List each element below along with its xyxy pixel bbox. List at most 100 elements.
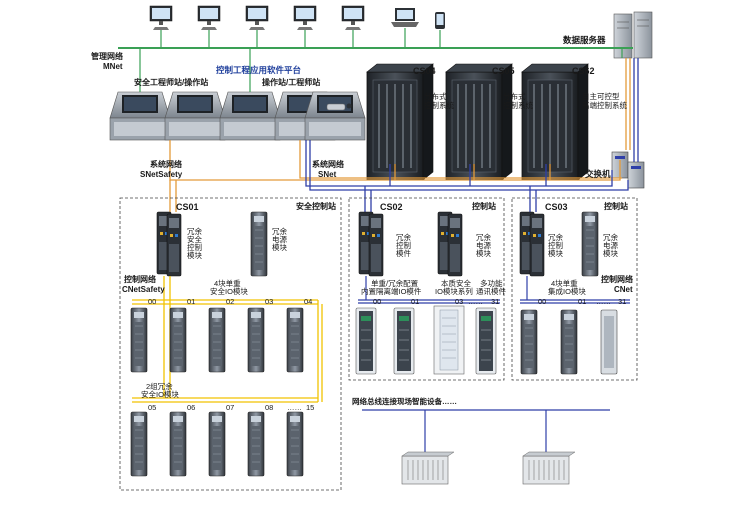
cs01-io-05 bbox=[130, 411, 148, 477]
client-pc-5-icon bbox=[341, 5, 365, 31]
cs02-slot-01: 01 bbox=[411, 297, 420, 306]
cs02-power-b bbox=[447, 213, 463, 277]
cs02-io-01 bbox=[393, 307, 415, 375]
cs02-slot-00: 00 bbox=[373, 297, 382, 306]
cs02-io-00 bbox=[355, 307, 377, 375]
cs03-controller-b bbox=[529, 213, 545, 277]
field-device-rack-2 bbox=[522, 451, 576, 485]
cs01-io-note2-1: 2组冗余 bbox=[146, 382, 173, 391]
cs02-note-b-2: IO模块系列 bbox=[435, 287, 473, 296]
data-server-label: 数据服务器 bbox=[563, 35, 606, 45]
cs02-label: CS02 bbox=[380, 202, 403, 212]
cabinet-cs62 bbox=[521, 63, 589, 181]
cs01-slot-03: 03 bbox=[265, 297, 274, 306]
cs62-label: CS62 bbox=[572, 66, 595, 76]
cs02-io-31 bbox=[475, 307, 497, 375]
cs05-label: CS05 bbox=[492, 66, 515, 76]
cs03-ctrl-text-2: 控制 bbox=[548, 241, 563, 250]
cs02-station-box bbox=[348, 197, 505, 381]
cs02-io-03-intrinsic-safe bbox=[433, 305, 465, 375]
cnet-safety-label: 控制网络 bbox=[124, 275, 156, 284]
blue-network-lines bbox=[305, 58, 639, 212]
snet-safety-label: 系统网络 bbox=[150, 160, 182, 169]
cs02-pwr-text-2: 电源 bbox=[476, 241, 491, 250]
cs02-slot-03: 03 bbox=[455, 297, 464, 306]
cs02-note-a-1: 单重/冗余配置 bbox=[371, 279, 419, 288]
cs01-controller-b bbox=[166, 213, 182, 277]
station-mnet-drops bbox=[139, 48, 251, 92]
cs01-power-module bbox=[250, 211, 268, 277]
cs62-desc-2: 高端控制系统 bbox=[582, 101, 627, 110]
cs03-slot-01: 01 bbox=[578, 297, 587, 306]
fieldbus-lines bbox=[362, 409, 610, 452]
cs01-label: CS01 bbox=[176, 202, 199, 212]
cs03-pwr-text-1: 冗余 bbox=[603, 233, 618, 242]
cs02-io-bus bbox=[358, 276, 500, 304]
cs03-io-00 bbox=[520, 309, 538, 375]
cs03-power-module bbox=[581, 211, 599, 277]
cabinet-cs04 bbox=[366, 63, 434, 181]
client-pc-1-icon bbox=[149, 5, 173, 31]
cs01-slot-05: 05 bbox=[148, 403, 157, 412]
cs01-pwr-text-3: 模块 bbox=[272, 243, 287, 252]
cnet-en-label: CNet bbox=[614, 285, 633, 294]
cs01-slot-01: 01 bbox=[187, 297, 196, 306]
safety-station-desk-1 bbox=[109, 91, 171, 141]
client-pc-3-icon bbox=[245, 5, 269, 31]
cs01-io-02 bbox=[208, 307, 226, 373]
cs02-note-a-2: 内置隔离端IO模件 bbox=[361, 287, 422, 296]
mobile-phone-icon bbox=[435, 12, 445, 29]
cs03-slot-31: 31 bbox=[618, 297, 627, 306]
cs02-note-c-2: 通讯模件 bbox=[476, 287, 506, 296]
cs02-station-type: 控制站 bbox=[472, 202, 496, 211]
cs01-io-note-1: 4块单重 bbox=[214, 279, 241, 288]
cs03-io-note-2: 集成IO模块 bbox=[548, 287, 586, 296]
client-pc-2-icon bbox=[197, 5, 221, 31]
cs03-slot-00: 00 bbox=[538, 297, 547, 306]
field-device-rack-1 bbox=[401, 451, 455, 485]
cs02-controller-b bbox=[368, 213, 384, 277]
cs03-io-bus bbox=[520, 276, 630, 304]
cs02-note-b-1: 本质安全 bbox=[441, 279, 471, 288]
cs03-slot-ellipsis: …… bbox=[596, 297, 611, 306]
cs01-station-type: 安全控制站 bbox=[296, 202, 336, 211]
cs03-label: CS03 bbox=[545, 202, 568, 212]
mnet-label: 管理网络 bbox=[91, 52, 123, 61]
cs01-io-03 bbox=[247, 307, 265, 373]
cs62-desc-1: 自主可控型 bbox=[582, 92, 620, 101]
cs03-io-31 bbox=[600, 309, 618, 375]
cs01-io-15 bbox=[286, 411, 304, 477]
cs04-desc-1: 分布式 bbox=[424, 92, 447, 101]
cs03-ctrl-text-3: 模块 bbox=[548, 249, 563, 258]
cs01-io-04 bbox=[286, 307, 304, 373]
cabinet-cs05 bbox=[445, 63, 513, 181]
cs03-io-01 bbox=[560, 309, 578, 375]
cs04-desc-2: 控制系统 bbox=[424, 101, 454, 110]
switch-label: 交换机 bbox=[585, 169, 611, 179]
cs02-slot-31: 31 bbox=[491, 297, 500, 306]
cs01-slot-08: 08 bbox=[265, 403, 274, 412]
cnet-label: 控制网络 bbox=[601, 275, 633, 284]
cs03-pwr-text-2: 电源 bbox=[603, 241, 618, 250]
cs03-station-box bbox=[511, 197, 638, 381]
snet-label: 系统网络 bbox=[312, 160, 344, 169]
cs02-note-c-1: 多功能 bbox=[480, 279, 503, 288]
cs01-slot-02: 02 bbox=[226, 297, 235, 306]
cs01-io-note2-2: 安全IO模块 bbox=[141, 390, 179, 399]
mnet-client-drops bbox=[160, 28, 623, 58]
safety-station-desk-2 bbox=[164, 91, 226, 141]
cs01-io-07 bbox=[208, 411, 226, 477]
cs01-slot-ellipsis: …… bbox=[287, 403, 302, 412]
cs03-pwr-text-3: 模块 bbox=[603, 249, 618, 258]
cs01-pwr-text-2: 电源 bbox=[272, 235, 287, 244]
cs05-desc-2: 控制系统 bbox=[503, 101, 533, 110]
orange-network-lines bbox=[169, 58, 631, 212]
cs01-slot-15: 15 bbox=[306, 403, 315, 412]
cs01-slot-06: 06 bbox=[187, 403, 196, 412]
cs01-io-note-2: 安全IO模块 bbox=[210, 287, 248, 296]
cs03-station-type: 控制站 bbox=[604, 202, 628, 211]
cs01-slot-07: 07 bbox=[226, 403, 235, 412]
cs01-slot-00: 00 bbox=[148, 297, 157, 306]
cs01-io-01 bbox=[169, 307, 187, 373]
